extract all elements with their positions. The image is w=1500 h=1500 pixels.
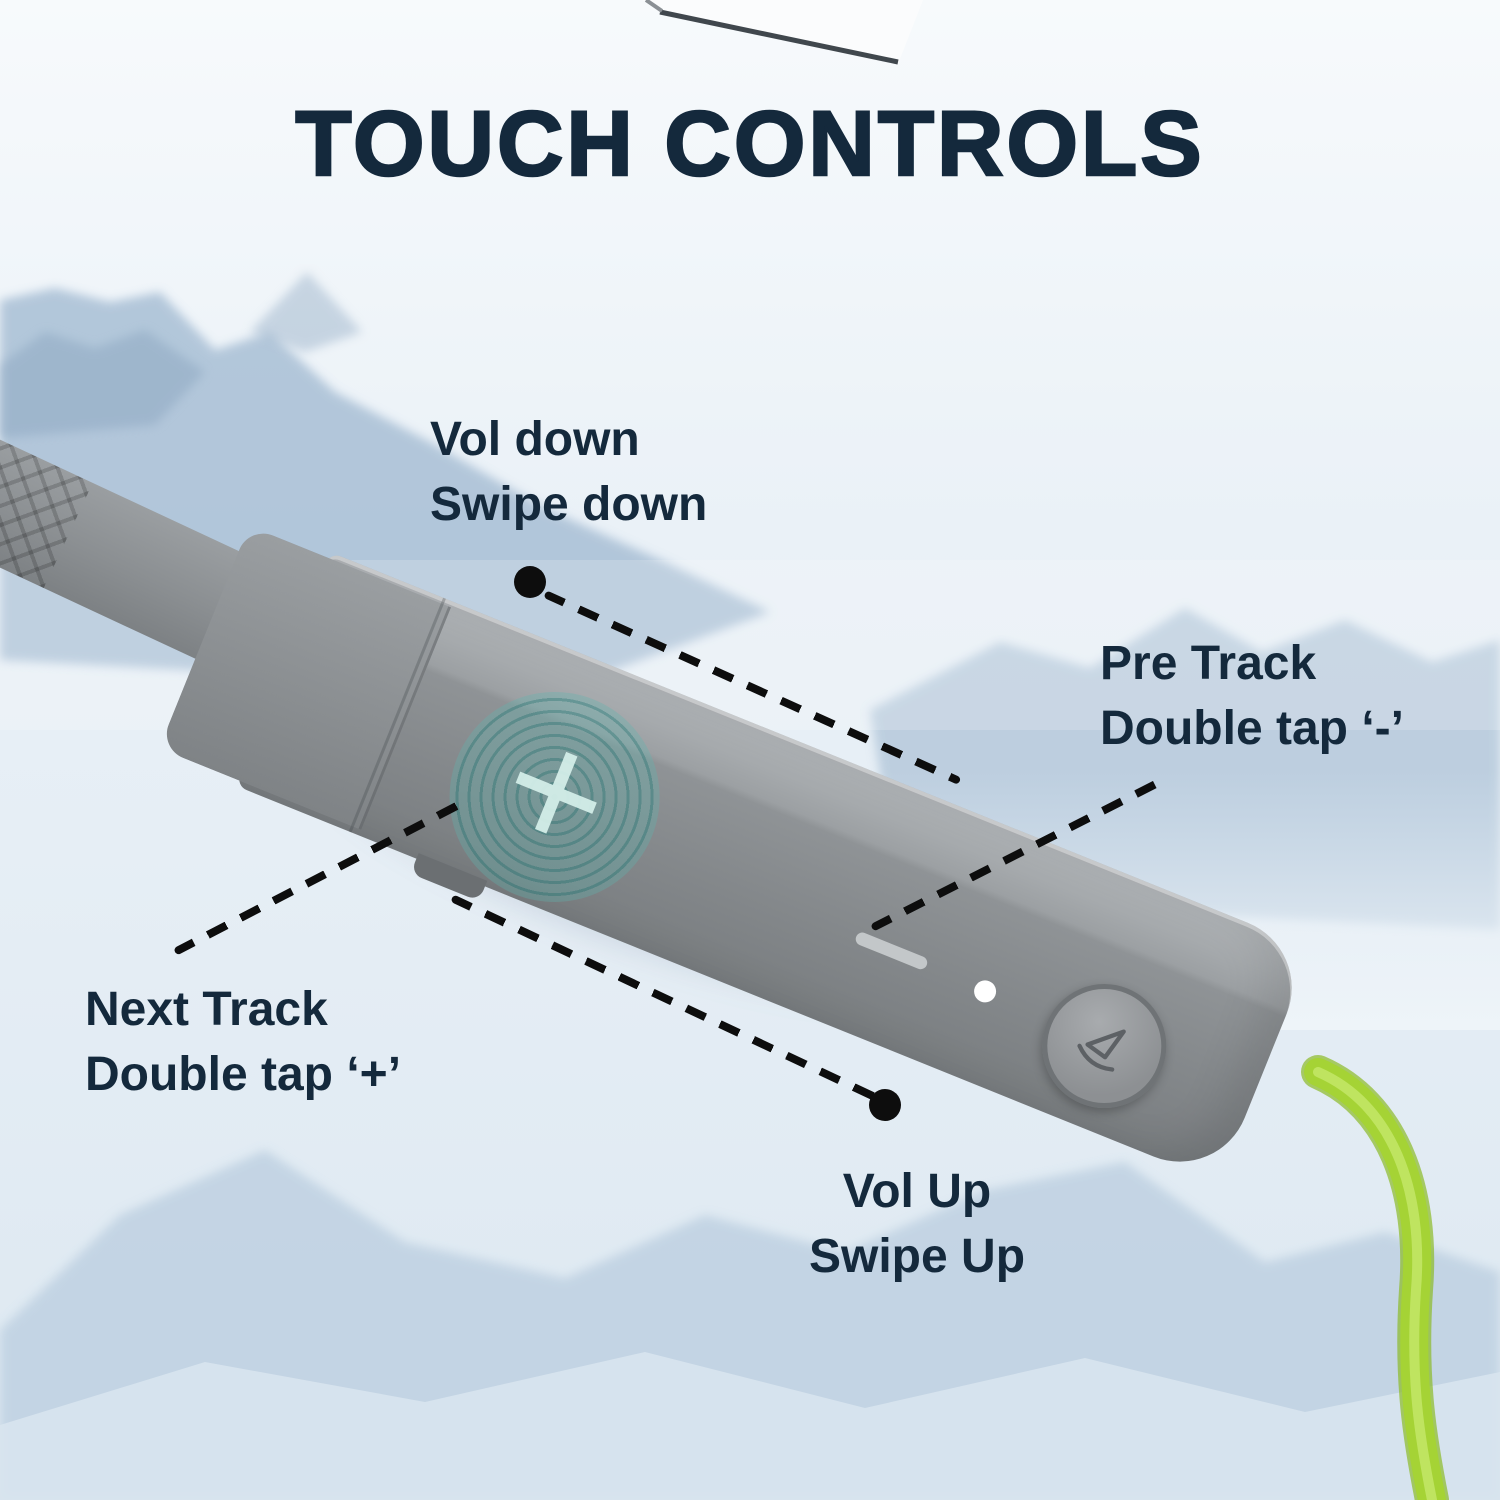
minus-touch-mark[interactable] <box>853 930 930 972</box>
annotation-dot-vol-down <box>514 566 546 598</box>
power-button[interactable] <box>1023 965 1186 1127</box>
annotation-dot-vol-up <box>869 1089 901 1121</box>
label-vol-down-line1: Vol down <box>430 413 640 466</box>
boat-sailboat-logo-icon <box>1077 1029 1126 1072</box>
label-vol-up: Vol Up Swipe Up <box>717 1160 1117 1290</box>
label-vol-down-line2: Swipe down <box>430 477 708 531</box>
label-vol-up-line2: Swipe Up <box>808 1229 1026 1283</box>
label-pre-track-line1: Pre Track <box>1100 637 1317 690</box>
page-title: TOUCH CONTROLS <box>294 92 1205 197</box>
plus-touchpad-icon: + <box>475 684 639 899</box>
label-next-track-line2: Double tap ‘+’ <box>85 1047 402 1101</box>
status-led-dot <box>970 977 1000 1006</box>
label-next-track-line1: Next Track <box>85 983 328 1036</box>
label-pre-track-line2: Double tap ‘-’ <box>1100 701 1404 755</box>
earphone-control-module: + <box>159 525 1313 1183</box>
label-pre-track: Pre Track Double tap ‘-’ <box>1100 632 1404 762</box>
label-vol-up-line1: Vol Up <box>842 1165 992 1218</box>
label-vol-down: Vol down Swipe down <box>430 408 707 538</box>
label-next-track: Next Track Double tap ‘+’ <box>85 978 401 1108</box>
